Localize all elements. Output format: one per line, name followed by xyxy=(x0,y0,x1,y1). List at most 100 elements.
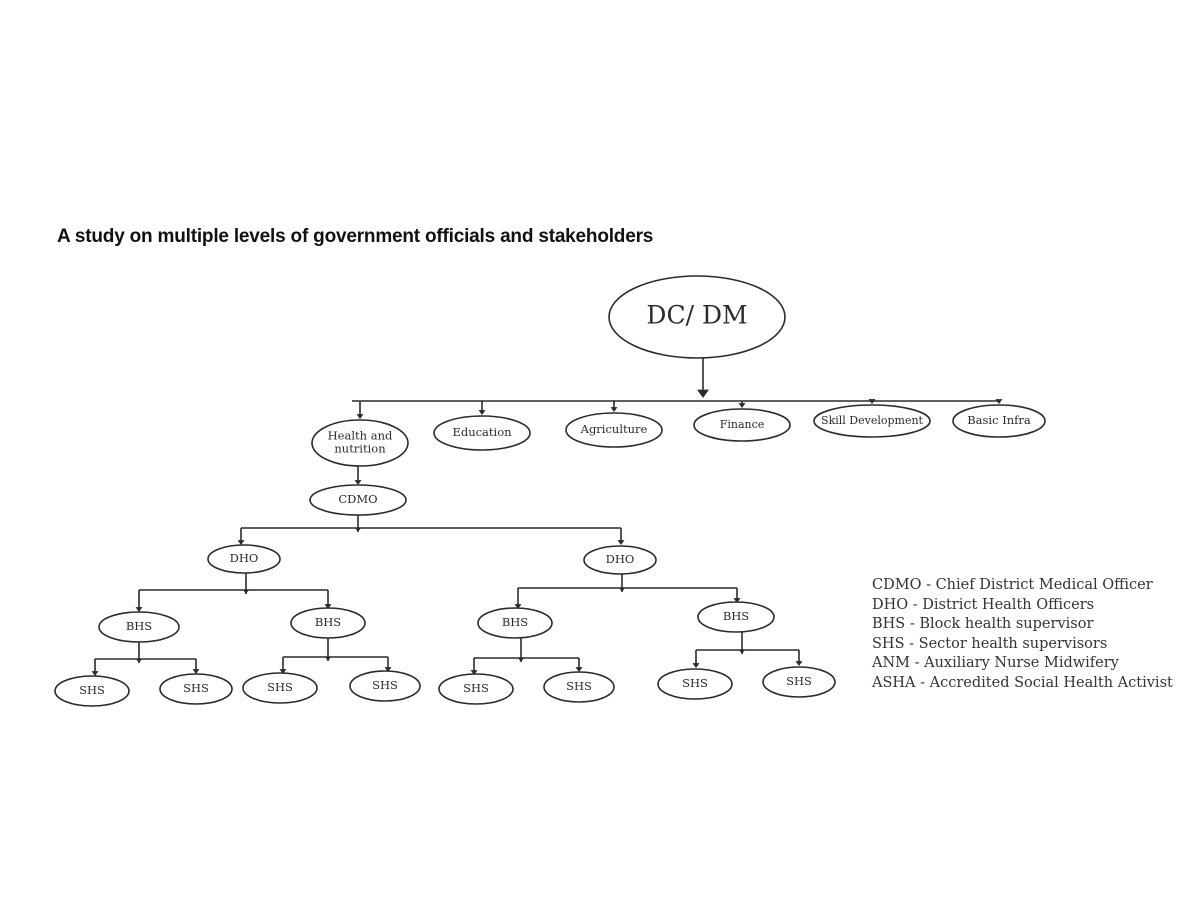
cdmo-node-label: CDMO xyxy=(338,492,377,506)
legend-item-shs: SHS - Sector health supervisors xyxy=(872,635,1108,652)
bhs-4-fork-stem-arrow xyxy=(739,649,745,654)
department-agriculture-label: Agriculture xyxy=(580,422,648,436)
bhs-node-1-ellipse xyxy=(98,611,180,643)
arrow-to-finance xyxy=(738,403,746,408)
bhs-node-1: BHS xyxy=(98,611,180,643)
shs-node-7-label: SHS xyxy=(682,676,708,690)
dho-left-fork-stem-arrow xyxy=(243,589,249,594)
dho-left-fork-arrow-1 xyxy=(324,604,332,609)
root-node-dc-dm-label: DC/ DM xyxy=(646,301,747,330)
department-education-label: Education xyxy=(452,425,512,439)
department-agriculture: Agriculture xyxy=(565,412,663,448)
bhs-node-2-label: BHS xyxy=(315,615,341,629)
dho-node-right: DHO xyxy=(583,545,657,575)
bhs-2-fork-arrow-0 xyxy=(279,669,287,674)
shs-node-3-ellipse xyxy=(242,672,318,704)
department-health-label: nutrition xyxy=(334,442,386,456)
department-finance-ellipse xyxy=(693,408,791,442)
dho-node-left: DHO xyxy=(207,544,281,574)
legend-item-anm: ANM - Auxiliary Nurse Midwifery xyxy=(872,655,1119,671)
root-node-dc-dm: DC/ DM xyxy=(608,275,786,359)
dho-node-left-label: DHO xyxy=(230,551,259,565)
department-health-ellipse xyxy=(311,419,409,467)
shs-node-5: SHS xyxy=(438,673,514,705)
dho-right-fork-stem-arrow xyxy=(619,587,625,592)
shs-node-3: SHS xyxy=(242,672,318,704)
shs-node-2-label: SHS xyxy=(183,681,209,695)
shs-node-6-ellipse xyxy=(543,671,615,703)
bhs-4-fork-arrow-0 xyxy=(692,663,700,668)
bhs-node-2: BHS xyxy=(290,607,366,639)
shs-node-6-label: SHS xyxy=(566,679,592,693)
bhs-1-fork-arrow-0 xyxy=(91,671,99,676)
legend-item-asha: ASHA - Accredited Social Health Activist xyxy=(872,674,1173,691)
bhs-3-fork-arrow-0 xyxy=(470,670,478,675)
shs-node-4-ellipse xyxy=(349,670,421,702)
bhs-3-fork-stem-arrow xyxy=(518,657,524,662)
cdmo-fork-stem-arrow xyxy=(355,527,361,532)
shs-node-2: SHS xyxy=(159,673,233,705)
department-health-label: Health and xyxy=(328,428,393,442)
department-education: Education xyxy=(433,415,531,451)
bhs-node-3-ellipse xyxy=(477,607,553,639)
shs-node-7-ellipse xyxy=(657,668,733,700)
dho-node-right-label: DHO xyxy=(606,552,635,566)
cdmo-node-ellipse xyxy=(309,484,407,516)
bhs-node-4-label: BHS xyxy=(723,609,749,623)
shs-node-4-label: SHS xyxy=(372,678,398,692)
root-node-dc-dm-ellipse xyxy=(608,275,786,359)
department-finance: Finance xyxy=(693,408,791,442)
connector-lines xyxy=(91,358,1003,676)
arrow-to-infra xyxy=(995,399,1003,404)
shs-node-8-ellipse xyxy=(762,666,836,698)
bhs-node-2-ellipse xyxy=(290,607,366,639)
department-infra-label: Basic Infra xyxy=(967,413,1031,427)
department-agriculture-ellipse xyxy=(565,412,663,448)
shs-node-5-ellipse xyxy=(438,673,514,705)
bhs-node-4-ellipse xyxy=(697,601,775,633)
shs-node-1-ellipse xyxy=(54,675,130,707)
department-skill-ellipse xyxy=(813,404,931,438)
page-title: A study on multiple levels of government… xyxy=(57,226,654,247)
bhs-1-fork-arrow-1 xyxy=(192,669,200,674)
cdmo-fork-arrow-0 xyxy=(237,540,245,545)
legend-item-bhs: BHS - Block health supervisor xyxy=(872,616,1094,632)
bhs-2-fork-arrow-1 xyxy=(384,667,392,672)
bhs-node-3-label: BHS xyxy=(502,615,528,629)
cdmo-fork-arrow-1 xyxy=(617,540,625,545)
arrow-to-health xyxy=(356,414,364,419)
dho-right-fork-arrow-1 xyxy=(733,598,741,603)
bhs-2-fork-stem-arrow xyxy=(325,656,331,661)
dho-left-fork-arrow-0 xyxy=(135,607,143,612)
shs-node-7: SHS xyxy=(657,668,733,700)
dho-node-left-ellipse xyxy=(207,544,281,574)
dho-right-fork-arrow-0 xyxy=(514,604,522,609)
legend-item-dho: DHO - District Health Officers xyxy=(872,596,1095,613)
shs-node-6: SHS xyxy=(543,671,615,703)
shs-node-8: SHS xyxy=(762,666,836,698)
department-infra-ellipse xyxy=(952,404,1046,438)
arrow-to-agriculture xyxy=(610,407,618,412)
department-education-ellipse xyxy=(433,415,531,451)
shs-node-1-label: SHS xyxy=(79,683,105,697)
shs-node-2-ellipse xyxy=(159,673,233,705)
bhs-1-fork-stem-arrow xyxy=(136,658,142,663)
department-skill-label: Skill Development xyxy=(821,414,924,427)
shs-node-5-label: SHS xyxy=(463,681,489,695)
shs-node-1: SHS xyxy=(54,675,130,707)
shs-node-4: SHS xyxy=(349,670,421,702)
bhs-3-fork-arrow-1 xyxy=(575,667,583,672)
dho-node-right-ellipse xyxy=(583,545,657,575)
shs-node-3-label: SHS xyxy=(267,680,293,694)
abbreviation-legend: CDMO - Chief District Medical Officer DH… xyxy=(872,576,1173,693)
arrow-to-education xyxy=(478,410,486,415)
department-skill: Skill Development xyxy=(813,404,931,438)
shs-node-8-label: SHS xyxy=(786,674,812,688)
bhs-4-fork-arrow-1 xyxy=(795,661,803,666)
health-to-cdmo-arrow xyxy=(354,480,362,485)
department-infra: Basic Infra xyxy=(952,404,1046,438)
arrow-to-skill xyxy=(868,399,876,404)
